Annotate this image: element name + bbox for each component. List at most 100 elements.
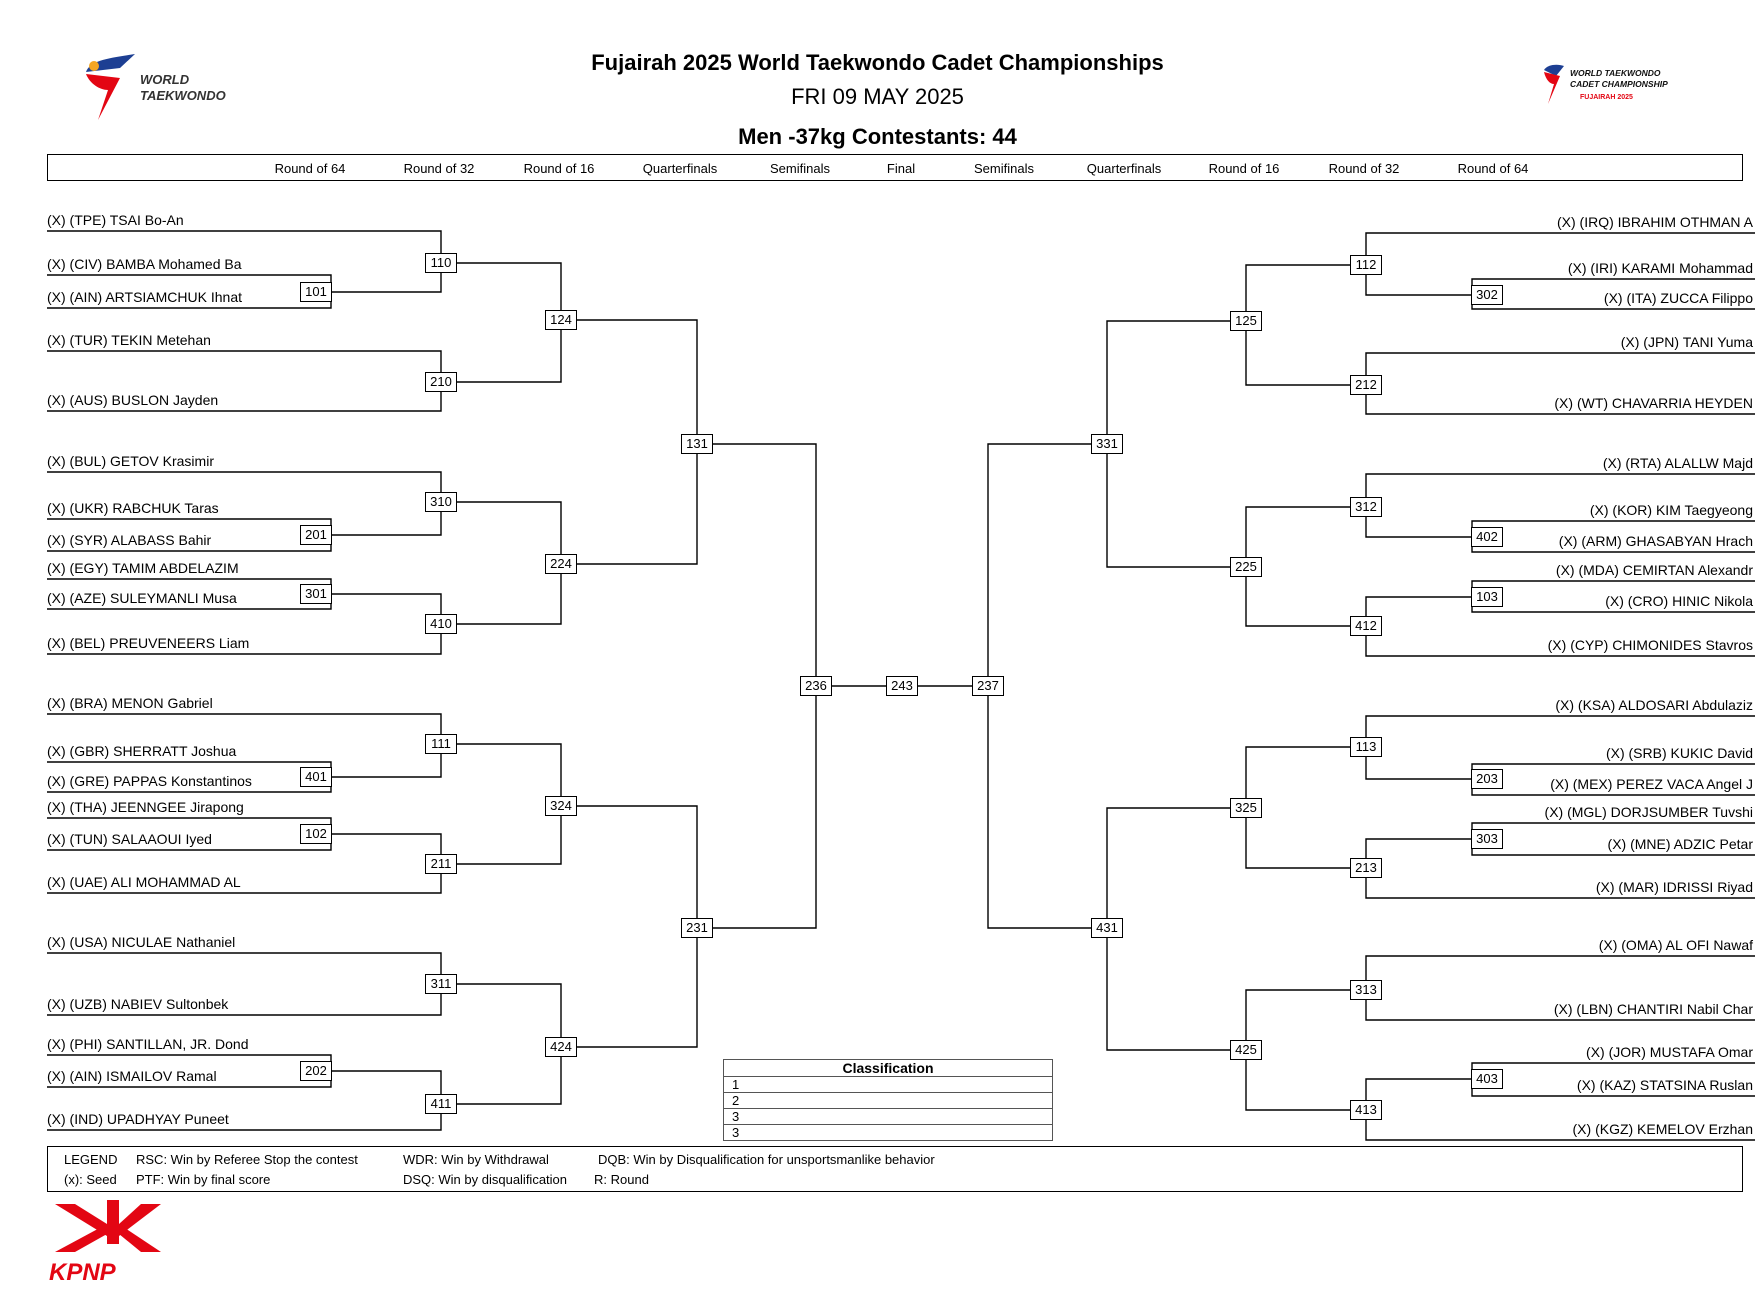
athlete-name: (X) (CRO) HINIC Nikola <box>1605 593 1753 609</box>
match-box: 313 <box>1350 980 1382 1000</box>
athlete-name: (X) (PHI) SANTILLAN, JR. Dond <box>47 1036 249 1052</box>
match-box: 301 <box>300 584 332 604</box>
athlete-name: (X) (MGL) DORJSUMBER Tuvshi <box>1544 804 1753 820</box>
match-box: 310 <box>425 492 457 512</box>
svg-text:TAEKWONDO: TAEKWONDO <box>140 88 226 103</box>
match-box: 312 <box>1350 497 1382 517</box>
athlete-name: (X) (MNE) ADZIC Petar <box>1607 836 1753 852</box>
classification-title: Classification <box>724 1060 1052 1077</box>
match-box: 302 <box>1471 285 1503 305</box>
athlete-name: (X) (MAR) IDRISSI Riyad <box>1595 879 1753 895</box>
legend-item: PTF: Win by final score <box>136 1172 271 1187</box>
athlete-name: (X) (TPE) TSAI Bo-An <box>47 212 184 228</box>
world-taekwondo-logo: WORLD TAEKWONDO <box>80 50 260 125</box>
athlete-name: (X) (OMA) AL OFI Nawaf <box>1598 937 1753 953</box>
match-box: 224 <box>545 554 577 574</box>
match-box: 202 <box>300 1061 332 1081</box>
athlete-name: (X) (AUS) BUSLON Jayden <box>47 392 219 408</box>
athlete-name: (X) (CYP) CHIMONIDES Stavros <box>1547 637 1753 653</box>
athlete-name: (X) (MEX) PEREZ VACA Angel J <box>1550 776 1753 792</box>
athlete-name: (X) (GBR) SHERRATT Joshua <box>47 743 237 759</box>
athlete-name: (X) (GRE) PAPPAS Konstantinos <box>47 773 252 789</box>
match-box: 311 <box>425 974 457 994</box>
match-box: 411 <box>425 1094 457 1114</box>
legend-item: DSQ: Win by disqualification <box>403 1172 568 1187</box>
athlete-name: (X) (MDA) CEMIRTAN Alexandr <box>1555 562 1753 578</box>
match-box: 236 <box>800 676 832 696</box>
round-label: Round of 16 <box>523 161 595 176</box>
athlete-name: (X) (JOR) MUSTAFA Omar <box>1586 1044 1753 1060</box>
classification-row: 2 <box>724 1093 1052 1109</box>
round-label: Round of 16 <box>1208 161 1280 176</box>
athlete-name: (X) (ARM) GHASABYAN Hrach <box>1558 533 1753 549</box>
athlete-name: (X) (UAE) ALI MOHAMMAD AL <box>47 874 241 890</box>
event-title: Fujairah 2025 World Taekwondo Cadet Cham… <box>591 50 1164 75</box>
round-label: Final <box>886 161 916 176</box>
athlete-name: (X) (IRI) KARAMI Mohammad <box>1567 260 1753 276</box>
match-box: 410 <box>425 614 457 634</box>
classification-table: Classification 1 2 3 3 <box>723 1059 1053 1141</box>
athlete-name: (X) (TUN) SALAAOUI Iyed <box>47 831 212 847</box>
athlete-name: (X) (CIV) BAMBA Mohamed Ba <box>47 256 242 272</box>
athlete-name: (X) (KSA) ALDOSARI Abdulaziz <box>1555 697 1753 713</box>
match-box: 231 <box>681 918 713 938</box>
athlete-name: (X) (TUR) TEKIN Metehan <box>47 332 211 348</box>
match-box: 101 <box>300 282 332 302</box>
athlete-name: (X) (USA) NICULAE Nathaniel <box>47 934 236 950</box>
athlete-name: (X) (ITA) ZUCCA Filippo <box>1603 290 1753 306</box>
match-box: 212 <box>1350 375 1382 395</box>
match-box: 131 <box>681 434 713 454</box>
round-label: Quarterfinals <box>1086 161 1162 176</box>
match-box: 113 <box>1350 737 1382 757</box>
legend-item: R: Round <box>594 1172 649 1187</box>
round-label: Round of 32 <box>1328 161 1400 176</box>
match-box: 203 <box>1471 769 1503 789</box>
svg-text:WORLD: WORLD <box>140 72 190 87</box>
classification-row: 3 <box>732 1125 740 1140</box>
match-box: 425 <box>1230 1040 1262 1060</box>
round-label: Round of 64 <box>274 161 346 176</box>
athlete-name: (X) (UZB) NABIEV Sultonbek <box>47 996 229 1012</box>
match-box: 402 <box>1471 527 1503 547</box>
classification-row: 3 <box>724 1109 1052 1125</box>
match-box: 401 <box>300 767 332 787</box>
match-box: 303 <box>1471 829 1503 849</box>
svg-text:CADET CHAMPIONSHIP: CADET CHAMPIONSHIP <box>1570 79 1668 89</box>
athlete-name: (X) (KAZ) STATSINA Ruslan <box>1576 1077 1753 1093</box>
athlete-name: (X) (SRB) KUKIC David <box>1605 745 1753 761</box>
event-date: FRI 09 MAY 2025 <box>791 84 964 109</box>
athlete-name: (X) (IND) UPADHYAY Puneet <box>47 1111 229 1127</box>
kpnp-logo: KPNP <box>45 1194 175 1286</box>
match-box: 201 <box>300 525 332 545</box>
classification-row: 1 <box>724 1077 1052 1093</box>
svg-text:KPNP: KPNP <box>49 1259 117 1284</box>
athlete-name: (X) (JPN) TANI Yuma <box>1620 334 1753 350</box>
athlete-name: (X) (BEL) PREUVENEERS Liam <box>47 635 250 651</box>
match-box: 112 <box>1350 255 1382 275</box>
legend-item: (x): Seed <box>64 1172 117 1187</box>
svg-text:WORLD TAEKWONDO: WORLD TAEKWONDO <box>1570 68 1661 78</box>
match-box: 237 <box>972 676 1004 696</box>
division-title: Men -37kg Contestants: 44 <box>738 124 1017 149</box>
round-label: Quarterfinals <box>642 161 718 176</box>
athlete-name: (X) (AIN) ISMAILOV Ramal <box>47 1068 217 1084</box>
final-match-box: 243 <box>886 676 918 696</box>
athlete-name: (X) (SYR) ALABASS Bahir <box>47 532 212 548</box>
svg-text:FUJAIRAH 2025: FUJAIRAH 2025 <box>1580 94 1633 101</box>
round-label: Semifinals <box>974 161 1034 176</box>
match-box: 210 <box>425 372 457 392</box>
match-box: 324 <box>545 796 577 816</box>
legend-item: DQB: Win by Disqualification for unsport… <box>598 1152 935 1167</box>
match-box: 325 <box>1230 798 1262 818</box>
match-box: 103 <box>1471 587 1503 607</box>
match-box: 125 <box>1230 311 1262 331</box>
match-box: 412 <box>1350 616 1382 636</box>
athlete-name: (X) (AZE) SULEYMANLI Musa <box>47 590 237 606</box>
round-label: Round of 32 <box>403 161 475 176</box>
athlete-name: (X) (THA) JEENNGEE Jirapong <box>47 799 244 815</box>
round-header-bar: Round of 64 Round of 32 Round of 16 Quar… <box>47 154 1743 181</box>
match-box: 110 <box>425 253 457 273</box>
match-box: 431 <box>1091 918 1123 938</box>
match-box: 225 <box>1230 557 1262 577</box>
